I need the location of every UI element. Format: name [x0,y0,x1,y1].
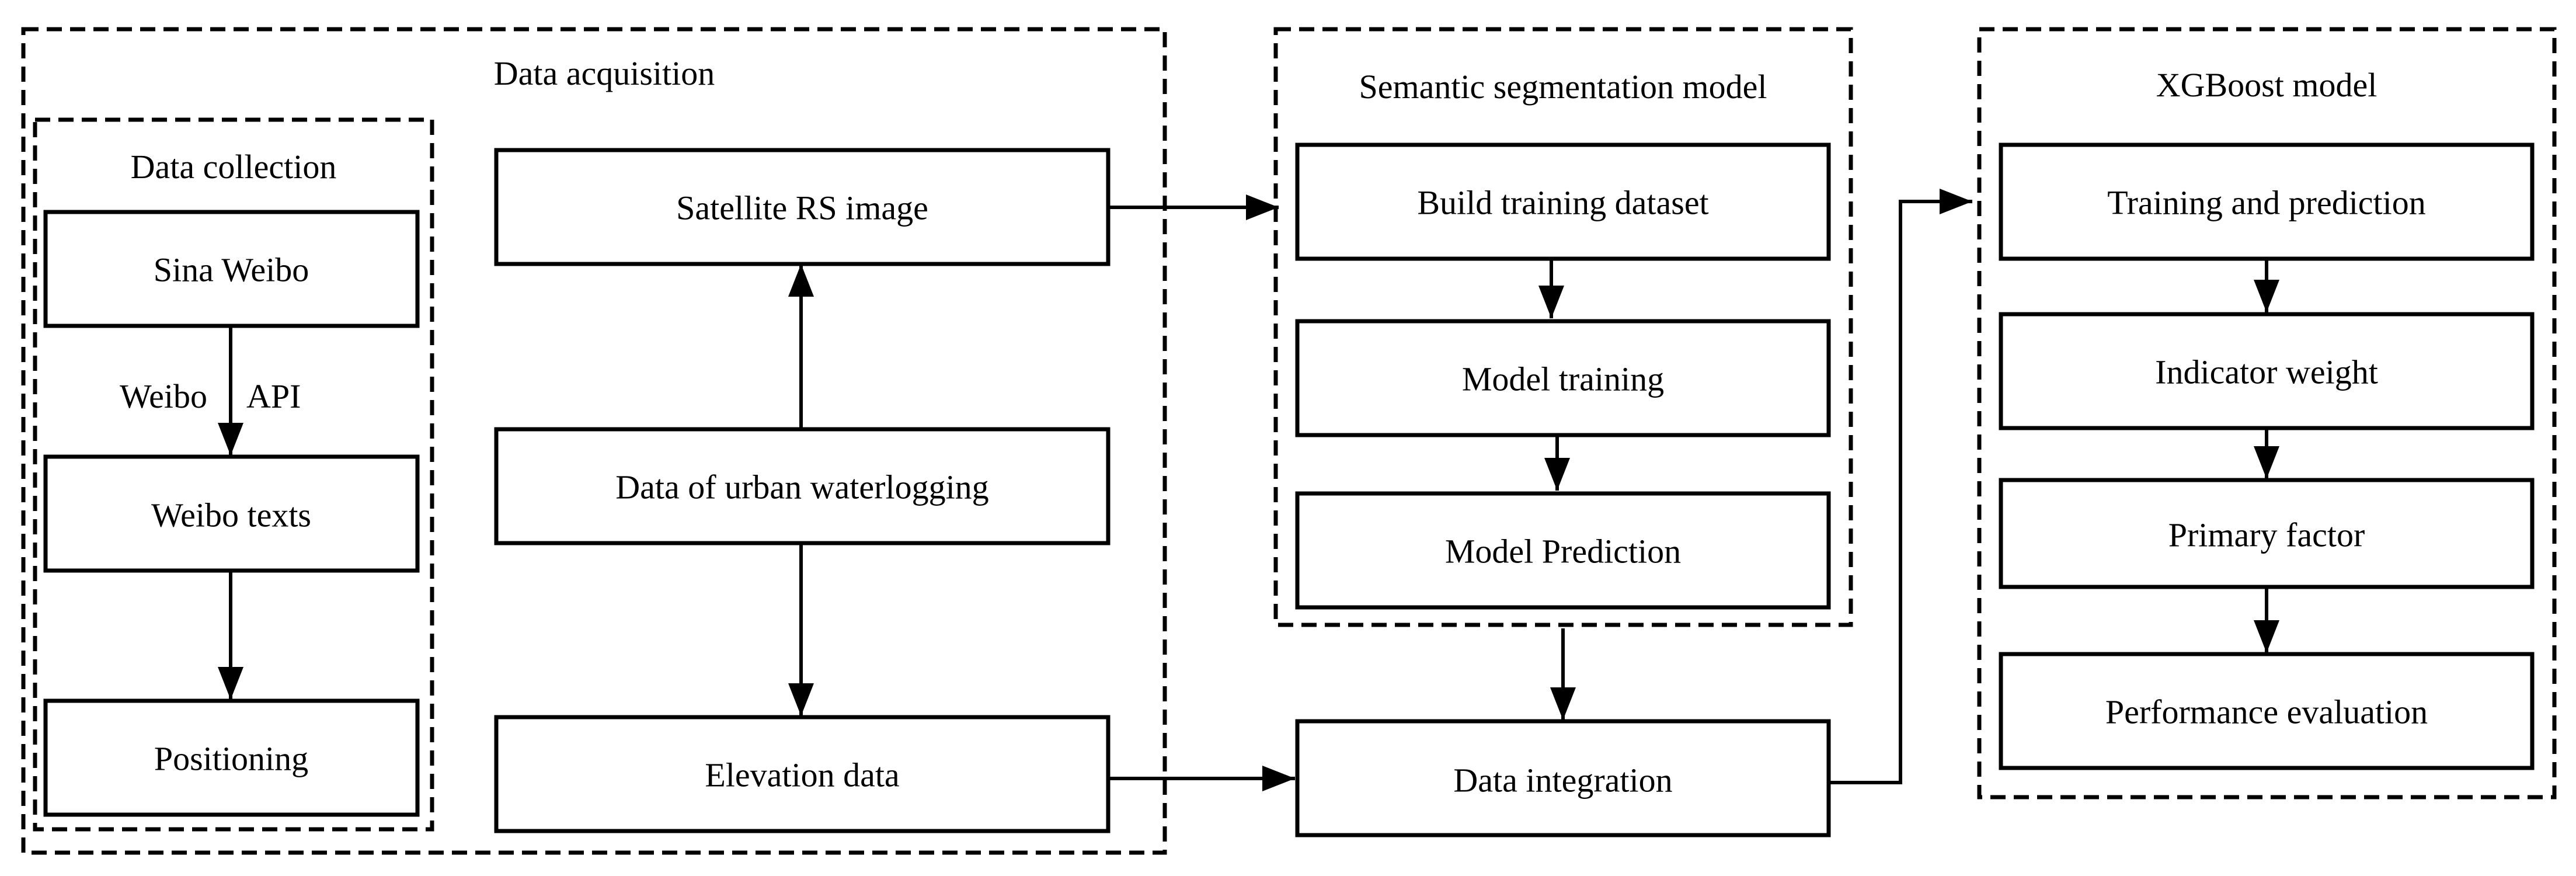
node-performance-evaluation: Performance evaluation [1999,652,2535,770]
group-semantic-segmentation: Semantic segmentation model [1273,27,1853,627]
node-data-integration-box [1295,719,1831,837]
node-training-and-prediction-label: Training and prediction [2107,183,2426,221]
group-data-acquisition: Data acquisition [21,27,1167,855]
edge-label-api: API [246,377,301,415]
node-indicator-weight: Indicator weight [1999,312,2535,430]
edge-integration-to-xgboost [1829,189,1972,784]
edges [218,189,2279,791]
node-satellite-rs-image-label: Satellite RS image [676,189,928,227]
node-weibo-texts-label: Weibo texts [151,496,311,534]
node-model-prediction-label: Model Prediction [1445,532,1681,570]
group-semantic-segmentation-title: Semantic segmentation model [1359,68,1767,106]
node-positioning-box [43,698,420,817]
group-data-collection-frame [33,117,434,832]
node-build-training-dataset-box [1295,142,1831,261]
group-data-acquisition-title: Data acquisition [494,54,715,92]
group-semantic-segmentation-frame [1273,27,1853,627]
node-elevation-data: Elevation data [494,715,1111,833]
node-weibo-texts: Weibo texts [43,454,420,573]
node-training-and-prediction-box [1999,142,2535,261]
node-satellite-rs-image: Satellite RS image [494,148,1111,266]
node-model-training-label: Model training [1462,360,1664,398]
node-performance-evaluation-box [1999,652,2535,770]
node-data-integration: Data integration [1295,719,1831,837]
node-build-training-dataset-label: Build training dataset [1417,183,1708,221]
group-xgboost: XGBoost model [1977,27,2557,799]
node-model-prediction-box [1295,491,1831,610]
node-satellite-rs-image-box [494,148,1111,266]
node-data-integration-label: Data integration [1453,761,1672,799]
group-xgboost-title: XGBoost model [2156,66,2377,104]
node-urban-waterlogging-label: Data of urban waterlogging [615,468,988,506]
node-model-prediction: Model Prediction [1295,491,1831,610]
node-urban-waterlogging-box [494,427,1111,545]
node-indicator-weight-label: Indicator weight [2155,353,2378,391]
node-elevation-data-label: Elevation data [705,756,899,794]
node-sina-weibo-label: Sina Weibo [154,251,309,288]
group-data-collection-title: Data collection [131,148,337,186]
node-urban-waterlogging: Data of urban waterlogging [494,427,1111,545]
node-positioning-label: Positioning [154,739,308,777]
node-performance-evaluation-label: Performance evaluation [2105,693,2428,731]
node-primary-factor-box [1999,478,2535,589]
node-elevation-data-box [494,715,1111,833]
node-sina-weibo-box [43,210,420,328]
node-indicator-weight-box [1999,312,2535,430]
group-data-acquisition-frame [21,27,1167,855]
group-data-collection: Data collection [33,117,434,832]
node-model-training: Model training [1295,319,1831,437]
node-model-training-box [1295,319,1831,437]
group-xgboost-frame [1977,27,2557,799]
node-positioning: Positioning [43,698,420,817]
node-sina-weibo: Sina Weibo [43,210,420,328]
node-weibo-texts-box [43,454,420,573]
node-primary-factor-label: Primary factor [2168,516,2365,554]
edge-label-weibo: Weibo [120,377,207,415]
node-build-training-dataset: Build training dataset [1295,142,1831,261]
node-training-and-prediction: Training and prediction [1999,142,2535,261]
node-primary-factor: Primary factor [1999,478,2535,589]
